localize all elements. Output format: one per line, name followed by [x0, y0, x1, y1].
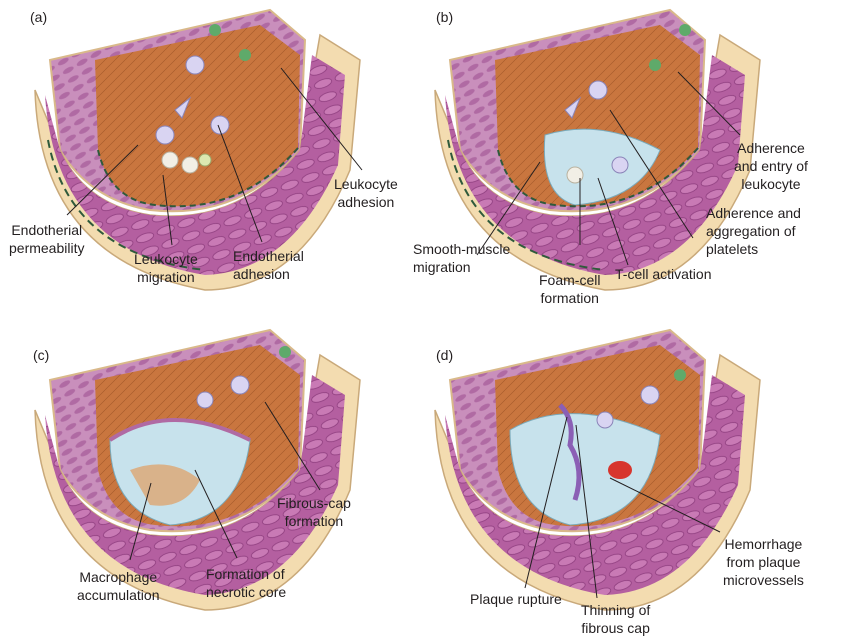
label-leukocyte-migration: Leukocyte migration [134, 250, 198, 286]
panel-letter-d: (d) [436, 347, 453, 363]
label-adherence-entry-leukocyte: Adherence and entry of leukocyte [734, 139, 808, 193]
label-endotherial-permeability: Endotherial permeability [9, 221, 84, 257]
panel-letter-b: (b) [436, 9, 453, 25]
label-endotherial-adhesion: Endotherial adhesion [233, 247, 304, 283]
label-plaque-rupture: Plaque rupture [470, 590, 562, 608]
panel-letter-a: (a) [30, 9, 47, 25]
label-hemorrhage-microvessels: Hemorrhage from plaque microvessels [723, 535, 804, 589]
label-foam-cell-formation: Foam-cell formation [539, 271, 600, 307]
label-macrophage-accumulation: Macrophage accumulation [77, 568, 160, 604]
label-leukocyte-adhesion: Leukocyte adhesion [334, 175, 398, 211]
label-thinning-fibrous-cap: Thinning of fibrous cap [581, 601, 650, 637]
label-adherence-aggregation-platelets: Adherence and aggregation of platelets [706, 204, 801, 258]
label-formation-necrotic-core: Formation of necrotic core [206, 565, 286, 601]
panel-letter-c: (c) [33, 347, 49, 363]
label-fibrous-cap-formation: Fibrous-cap formation [277, 494, 351, 530]
label-t-cell-activation: T-cell activation [615, 265, 711, 283]
artery-panel-d [435, 330, 760, 610]
label-smooth-muscle-migration: Smooth-muscle migration [413, 240, 510, 276]
